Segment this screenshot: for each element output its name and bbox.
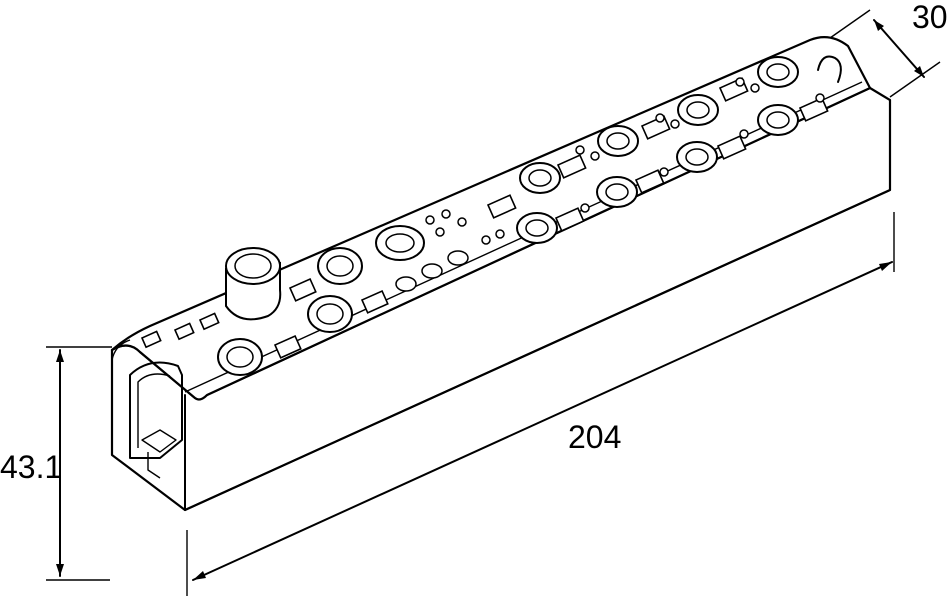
height-dimension-label: 43.1 xyxy=(0,449,62,485)
io-distribution-box-icon xyxy=(110,35,892,512)
width-dimension-label: 30 xyxy=(912,0,948,35)
m12-main-connector xyxy=(225,247,282,321)
led-windows-left xyxy=(140,277,389,359)
ports-bottom-row xyxy=(516,104,799,244)
status-leds-cluster xyxy=(425,209,505,245)
length-dimension-label: 204 xyxy=(568,419,621,455)
dimension-height: 43.1 xyxy=(0,346,112,581)
rotary-switches xyxy=(395,250,469,292)
dimension-width: 30 xyxy=(819,0,948,98)
dimension-length: 204 xyxy=(186,212,895,596)
ports-left xyxy=(217,225,425,376)
led-windows-ports xyxy=(486,77,829,232)
ports-top-row xyxy=(519,56,799,194)
